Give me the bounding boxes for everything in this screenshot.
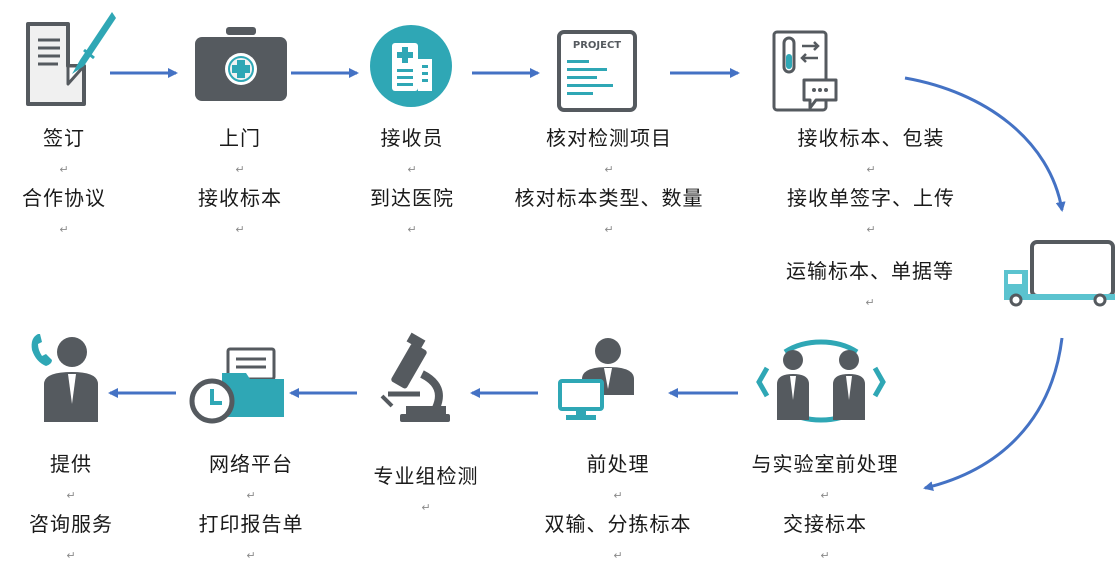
phone-consultant-icon [31, 334, 98, 422]
arrow-truck-6 [923, 337, 1064, 491]
arrow-5-truck [904, 76, 1066, 212]
computer-user-icon [558, 338, 634, 420]
step-line: 咨询服务 [29, 512, 113, 536]
exchange-people-icon [756, 339, 886, 423]
step-label-verify: 核对检测项目↵ 核对标本类型、数量↵ [482, 124, 736, 244]
step-line: 与实验室前处理 [751, 452, 899, 476]
clock-folder-icon [189, 347, 284, 424]
step-line: 交接标本 [783, 512, 867, 536]
truck-icon [1004, 240, 1115, 307]
step-line: 接收标本、包装 [797, 126, 945, 150]
contract-pen-icon [26, 12, 116, 106]
service-flow-diagram: { "para_mark": "↵", "colors": { "arrow":… [4, 12, 1115, 562]
step-line: 接收单签字、上传 [787, 186, 955, 210]
step-line: 运输标本、单据等 [786, 259, 954, 283]
step-line: 合作协议 [22, 186, 106, 210]
step-label-consult: 提供↵ 咨询服务↵ [6, 450, 136, 570]
step-label-testing: 专业组检测↵ [346, 462, 506, 522]
project-document-icon: PROJECT [557, 30, 637, 112]
step-line: 提供 [50, 452, 92, 476]
step-label-pickup: 上门↵ 接收标本↵ [178, 124, 302, 244]
step-line: 签订 [43, 126, 85, 150]
step-line: 接收员 [380, 126, 444, 150]
hospital-building-icon [370, 25, 452, 107]
step-label-preprocess: 前处理↵ 双输、分拣标本↵ [520, 450, 716, 570]
step-label-contract: 签订↵ 合作协议↵ [4, 124, 124, 244]
step-line: 上门 [219, 126, 261, 150]
step-line: 双输、分拣标本 [544, 512, 692, 536]
step-line: 核对标本类型、数量 [514, 186, 704, 210]
project-label: PROJECT [573, 40, 621, 51]
step-label-transport: 运输标本、单据等↵ [752, 257, 988, 317]
step-line: 网络平台 [209, 452, 293, 476]
medical-kit-icon [195, 27, 287, 101]
step-label-package: 接收标本、包装↵ 接收单签字、上传↵ [748, 124, 994, 244]
step-label-arrive-hospital: 接收员↵ 到达医院↵ [350, 124, 474, 244]
step-line: 到达医院 [370, 186, 454, 210]
flow-arrows [108, 68, 1066, 491]
microscope-icon [380, 332, 450, 422]
test-tube-chat-icon [772, 30, 838, 112]
step-line: 打印报告单 [198, 512, 304, 536]
step-line: 前处理 [586, 452, 650, 476]
step-line: 专业组检测 [373, 464, 479, 488]
step-line: 接收标本 [198, 186, 282, 210]
step-label-report: 网络平台↵ 打印报告单↵ [176, 450, 326, 570]
step-line: 核对检测项目 [546, 126, 672, 150]
step-label-handover: 与实验室前处理↵ 交接标本↵ [722, 450, 928, 570]
